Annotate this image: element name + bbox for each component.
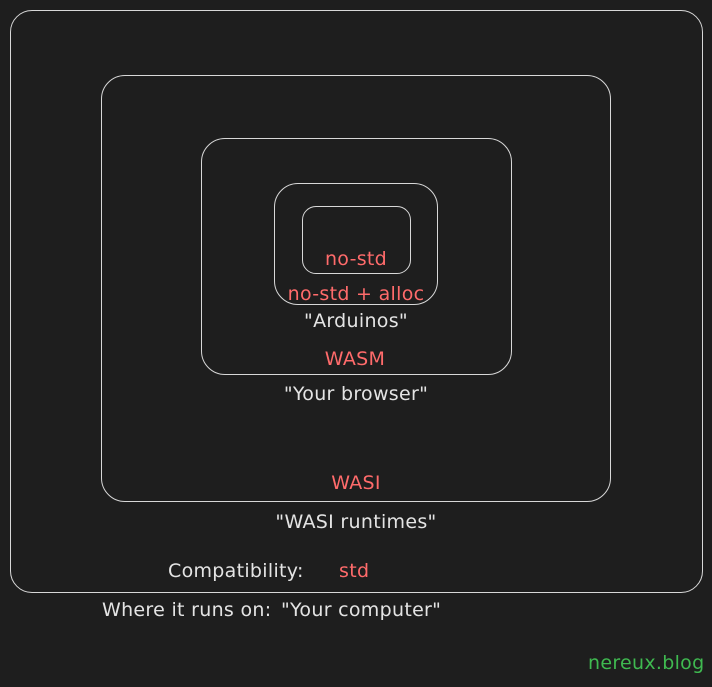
where-it-runs-on-label: Where it runs on:: [102, 599, 272, 621]
wasm-box: [201, 138, 512, 375]
wasi-compat-label: WASI: [331, 472, 381, 494]
wasi-runtimes-runs-on-label: "WASI runtimes": [275, 511, 437, 533]
wasm-compat-label: WASM: [324, 348, 386, 370]
computer-runs-on-label: "Your computer": [281, 599, 442, 621]
no-std-box: [302, 206, 411, 274]
arduinos-runs-on-label: "Arduinos": [304, 310, 408, 332]
no-std-compat-label: no-std: [324, 248, 388, 270]
std-box: [10, 10, 703, 593]
watermark: nereux.blog: [588, 652, 705, 674]
wasi-box: [101, 75, 611, 502]
no-std-alloc-compat-label: no-std + alloc: [287, 283, 425, 305]
no-std-alloc-box: [274, 183, 438, 305]
compatibility-label: Compatibility:: [168, 560, 304, 582]
std-compat-label: std: [339, 560, 370, 582]
browser-runs-on-label: "Your browser": [283, 383, 429, 405]
